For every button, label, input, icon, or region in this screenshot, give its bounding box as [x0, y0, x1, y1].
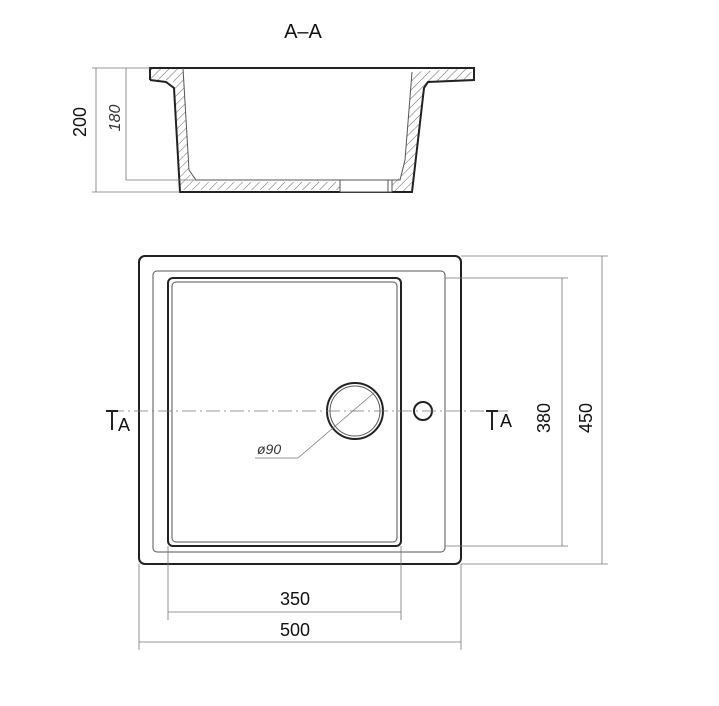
dim-overall-width: 500 — [280, 620, 310, 640]
dim-drain-diameter: ø90 — [257, 441, 281, 457]
cross-section-view: 200 180 — [70, 67, 475, 193]
section-mark-right: A — [500, 411, 512, 431]
sink-inner-rim — [152, 270, 446, 553]
dim-height-inner: 180 — [107, 105, 124, 132]
section-outer-profile — [149, 67, 475, 193]
sink-bowl — [167, 277, 402, 547]
section-title: A–A — [284, 21, 322, 43]
dim-bowl-width: 350 — [280, 589, 310, 609]
section-right-hatch — [392, 68, 474, 192]
section-mark-left: A — [118, 415, 130, 435]
dim-overall-length: 450 — [576, 403, 596, 433]
section-drain-gap — [339, 179, 393, 193]
section-marker-right: A — [486, 410, 512, 431]
section-marker-left: A — [106, 410, 130, 435]
sink-outer-rim — [138, 255, 462, 565]
plan-view: ø90 A A 350 500 380 450 — [106, 255, 608, 650]
section-inner-profile — [182, 67, 413, 181]
dim-height-total: 200 — [70, 107, 90, 137]
dim-bowl-length: 380 — [534, 403, 554, 433]
